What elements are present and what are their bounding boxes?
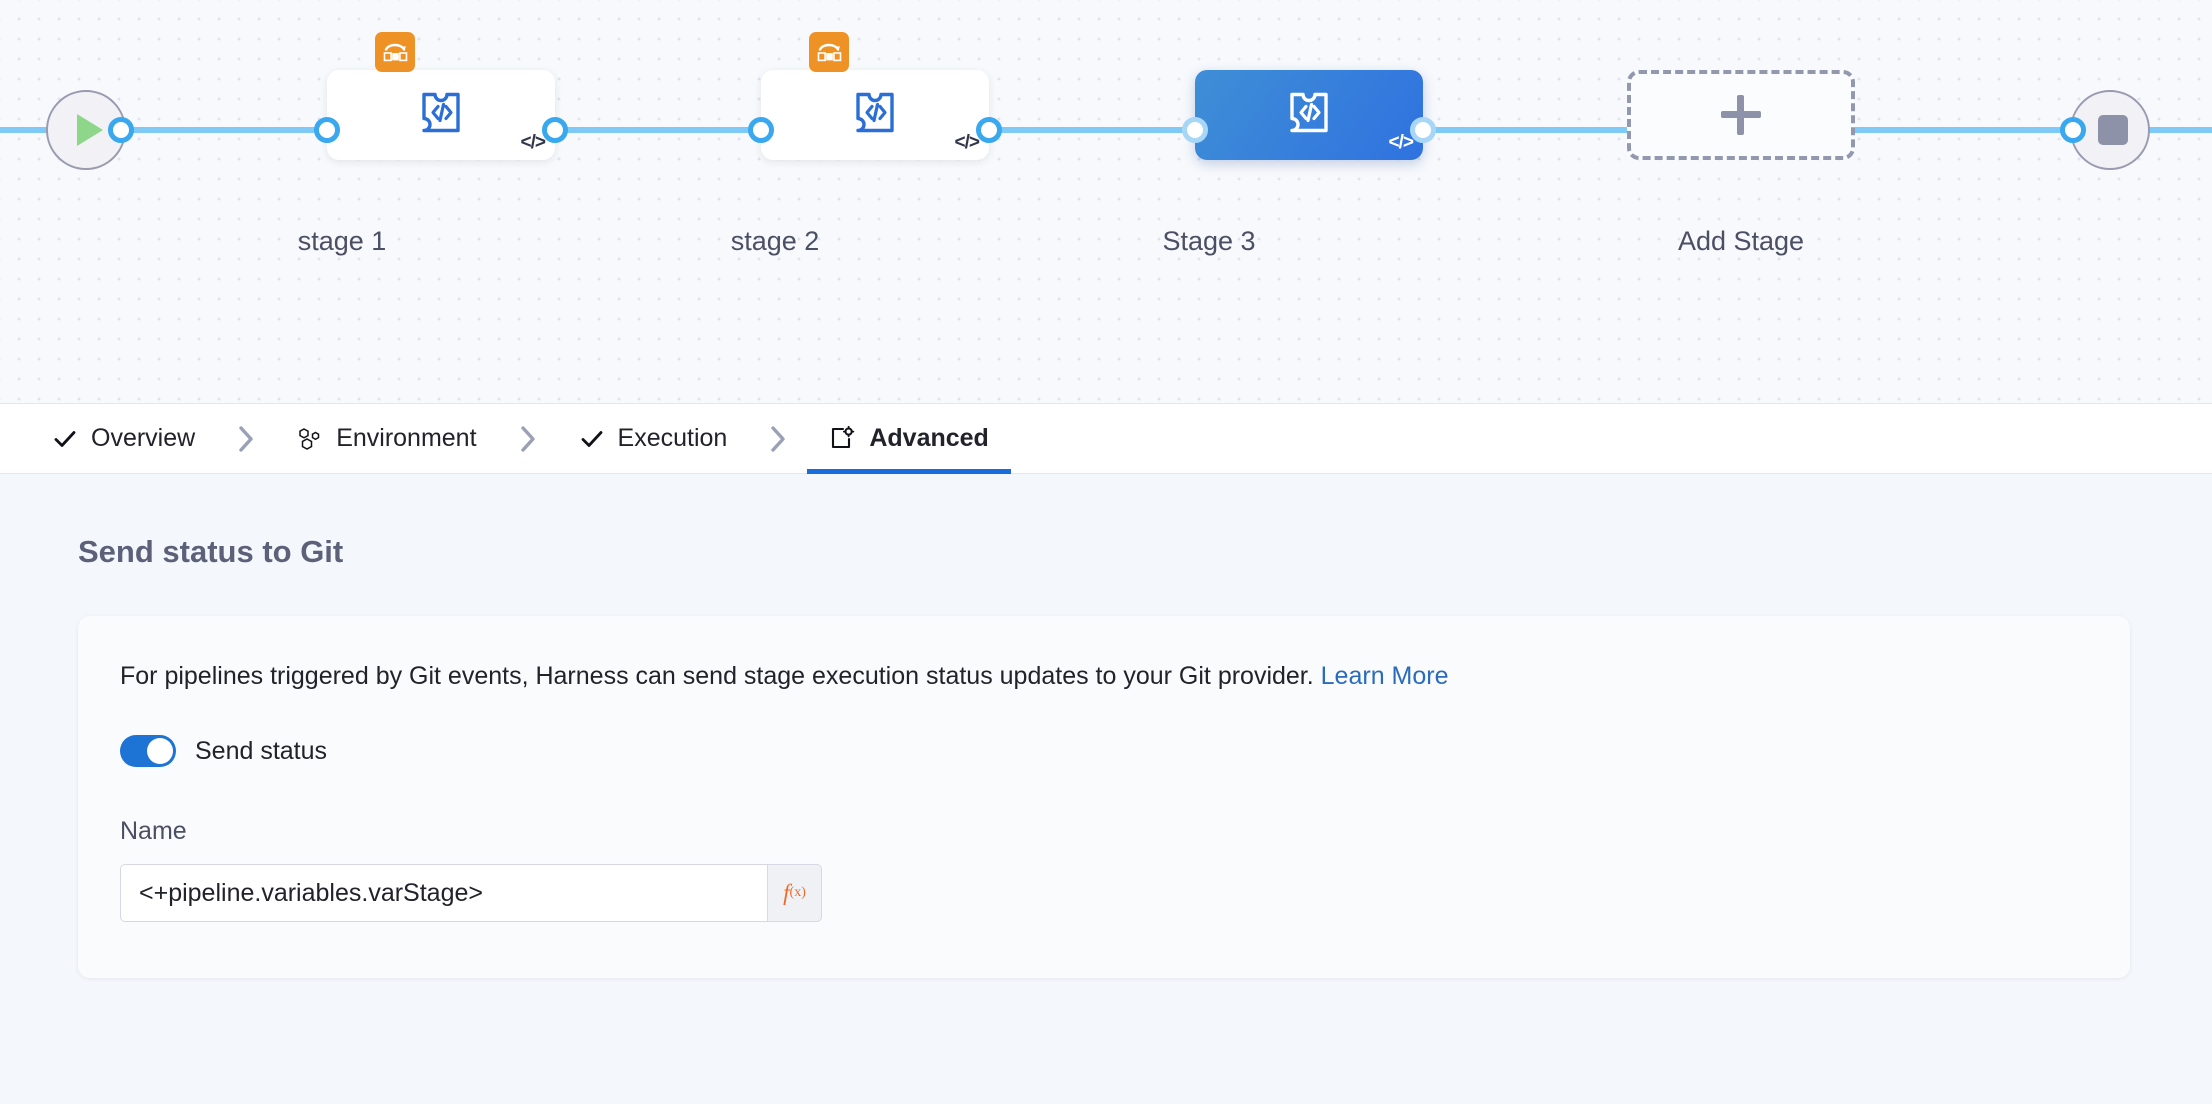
stage-label-3: Stage 3 [1162,226,1256,256]
expression-toggle-button[interactable]: f(x) [768,864,822,922]
port-stage3-in[interactable] [1182,117,1208,143]
stage-type-code-icon: </> [520,132,547,153]
name-field-label: Name [120,817,187,845]
stage-node-3[interactable]: </> [1195,70,1423,160]
advanced-gear-icon [829,425,856,452]
connector-rail [0,127,2212,133]
add-stage-button[interactable] [1627,70,1855,160]
send-status-toggle-row: Send status [120,735,2130,767]
rollback-icon [375,32,415,72]
send-status-card: For pipelines triggered by Git events, H… [78,616,2130,978]
check-icon [579,426,605,452]
tab-execution-label: Execution [617,424,728,452]
page-title: Send status to Git [78,534,344,569]
play-icon [77,114,103,146]
name-field-group: f(x) [120,864,822,922]
port-stage3-out[interactable] [1410,117,1436,143]
port-end-in[interactable] [2060,117,2086,143]
port-stage2-out[interactable] [976,117,1002,143]
stop-icon [2098,115,2128,145]
pipeline-canvas[interactable]: </> stage 1 </> stage 2 [0,0,2212,404]
custom-stage-icon [415,87,467,144]
port-stage1-out[interactable] [542,117,568,143]
chevron-right-icon [749,404,807,473]
tab-execution[interactable]: Execution [557,404,750,473]
card-description-text: For pipelines triggered by Git events, H… [120,662,1314,690]
port-stage1-in[interactable] [314,117,340,143]
tab-environment-label: Environment [336,424,477,452]
chevron-right-icon [499,404,557,473]
card-description: For pipelines triggered by Git events, H… [120,662,2130,691]
stage-node-2[interactable]: </> [761,32,989,160]
stage-type-code-icon: </> [1388,132,1415,153]
pipeline-end-node[interactable] [2070,90,2150,170]
rollback-icon [809,32,849,72]
stage-label-2: stage 2 [730,226,820,256]
tab-advanced[interactable]: Advanced [807,404,1012,474]
name-input[interactable] [120,864,768,922]
stage-label-1: stage 1 [297,226,387,256]
add-stage-label: Add Stage [1677,226,1805,256]
send-status-toggle[interactable] [120,735,176,767]
tab-overview[interactable]: Overview [30,404,217,473]
infrastructure-icon [297,426,323,452]
custom-stage-icon [1283,87,1335,144]
learn-more-link[interactable]: Learn More [1320,662,1449,690]
plus-icon [1721,95,1761,135]
stage-type-code-icon: </> [954,132,981,153]
stage-node-1[interactable]: </> [327,32,555,160]
port-stage2-in[interactable] [748,117,774,143]
custom-stage-icon [849,87,901,144]
check-icon [52,426,78,452]
tab-advanced-label: Advanced [869,424,989,452]
pipeline-start-node[interactable] [46,90,126,170]
tab-environment[interactable]: Environment [275,404,498,473]
send-status-toggle-label: Send status [195,736,328,765]
stage-tab-bar: Overview Environment Execution [0,404,2212,474]
advanced-panel: Send status to Git For pipelines trigger… [0,474,2212,1104]
tab-overview-label: Overview [91,424,196,452]
port-start-out[interactable] [108,117,134,143]
chevron-right-icon [217,404,275,473]
